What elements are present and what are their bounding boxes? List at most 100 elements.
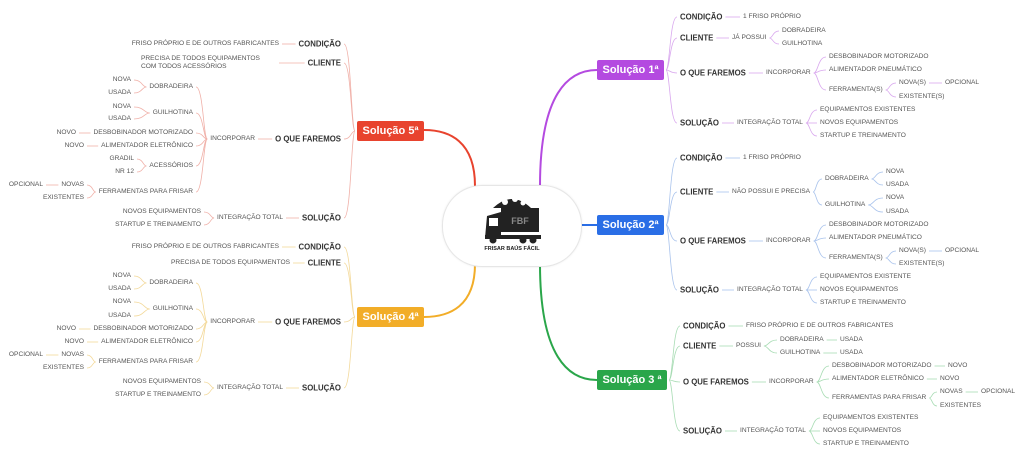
branch-solucao-3[interactable]: Solução 3 ª	[597, 370, 667, 390]
solucao-2-node-integracao-total[interactable]: INTEGRAÇÃO TOTAL	[737, 286, 803, 294]
solucao-2-node-nao-possui-e-precisa[interactable]: NÃO POSSUI E PRECISA	[732, 188, 811, 196]
solucao-4-node-opcional[interactable]: OPCIONAL	[8, 351, 43, 359]
solucao-1-node-novos-equipamentos[interactable]: NOVOS EQUIPAMENTOS	[820, 119, 899, 127]
solucao-4-node-precisa-de-todos-equipamentos[interactable]: PRECISA DE TODOS EQUIPAMENTOS	[171, 259, 290, 267]
solucao-5-node-nova[interactable]: NOVA	[112, 76, 131, 84]
solucao-4-node-novas[interactable]: NOVAS	[61, 351, 84, 359]
solucao-5-node-guilhotina[interactable]: GUILHOTINA	[152, 109, 193, 117]
solucao-1-node-dobradeira[interactable]: DOBRADEIRA	[782, 27, 826, 35]
solucao-3-node-dobradeira[interactable]: DOBRADEIRA	[780, 336, 824, 344]
solucao-4-node-dobradeira[interactable]: DOBRADEIRA	[149, 279, 193, 287]
solucao-5-node-condicao[interactable]: CONDIÇÃO	[298, 39, 341, 49]
solucao-1-node-solucao[interactable]: SOLUÇÃO	[680, 118, 719, 128]
solucao-2-node-startup-e-treinamento[interactable]: STARTUP E TREINAMENTO	[820, 299, 906, 307]
solucao-5-node-existentes[interactable]: EXISTENTES	[42, 194, 84, 202]
solucao-5-node-nr-12[interactable]: NR 12	[115, 168, 134, 176]
solucao-3-node-usada[interactable]: USADA	[840, 336, 863, 344]
solucao-3-node-desbobinador-motorizado[interactable]: DESBOBINADOR MOTORIZADO	[832, 362, 932, 370]
solucao-3-node-integracao-total[interactable]: INTEGRAÇÃO TOTAL	[740, 427, 806, 435]
solucao-1-node-condicao[interactable]: CONDIÇÃO	[680, 12, 723, 22]
solucao-3-node-usada[interactable]: USADA	[840, 349, 863, 357]
solucao-2-node-novos-equipamentos[interactable]: NOVOS EQUIPAMENTOS	[820, 286, 899, 294]
solucao-2-node-nova[interactable]: NOVA	[886, 194, 905, 202]
solucao-4-node-alimentador-eletronico[interactable]: ALIMENTADOR ELETRÔNICO	[101, 338, 193, 346]
solucao-5-node-friso-proprio-e-de-outros-fabricantes[interactable]: FRISO PRÓPRIO E DE OUTROS FABRICANTES	[131, 40, 279, 48]
solucao-4-node-novo[interactable]: NOVO	[64, 338, 84, 346]
solucao-3-node-startup-e-treinamento[interactable]: STARTUP E TREINAMENTO	[823, 440, 909, 448]
solucao-4-node-nova[interactable]: NOVA	[112, 298, 131, 306]
solucao-5-node-novo[interactable]: NOVO	[64, 142, 84, 150]
central-logo-node[interactable]: FBF FRISAR BAÚS FÁCIL	[442, 185, 582, 267]
solucao-2-node-alimentador-pneumatico[interactable]: ALIMENTADOR PNEUMÁTICO	[829, 234, 922, 242]
solucao-4-node-usada[interactable]: USADA	[108, 285, 131, 293]
solucao-2-node-desbobinador-motorizado[interactable]: DESBOBINADOR MOTORIZADO	[829, 221, 929, 229]
solucao-3-node-o-que-faremos[interactable]: O QUE FAREMOS	[683, 377, 749, 387]
solucao-1-node-incorporar[interactable]: INCORPORAR	[766, 69, 811, 77]
solucao-2-node-cliente[interactable]: CLIENTE	[680, 187, 714, 197]
solucao-3-node-condicao[interactable]: CONDIÇÃO	[683, 321, 726, 331]
solucao-1-node-ja-possui[interactable]: JÁ POSSUI	[732, 34, 767, 42]
solucao-5-node-usada[interactable]: USADA	[108, 115, 131, 123]
solucao-3-node-equipamentos-existentes[interactable]: EQUIPAMENTOS EXISTENTES	[823, 414, 919, 422]
solucao-3-node-guilhotina[interactable]: GUILHOTINA	[780, 349, 821, 357]
solucao-1-node-opcional[interactable]: OPCIONAL	[945, 79, 980, 87]
solucao-5-node-startup-e-treinamento[interactable]: STARTUP E TREINAMENTO	[115, 221, 201, 229]
solucao-1-node-desbobinador-motorizado[interactable]: DESBOBINADOR MOTORIZADO	[829, 53, 929, 61]
solucao-5-node-integracao-total[interactable]: INTEGRAÇÃO TOTAL	[217, 214, 283, 222]
solucao-3-node-novos-equipamentos[interactable]: NOVOS EQUIPAMENTOS	[823, 427, 902, 435]
solucao-3-node-cliente[interactable]: CLIENTE	[683, 341, 717, 351]
solucao-4-node-solucao[interactable]: SOLUÇÃO	[302, 383, 341, 393]
solucao-3-node-novas[interactable]: NOVAS	[940, 388, 963, 396]
solucao-2-node-usada[interactable]: USADA	[886, 181, 909, 189]
solucao-5-node-dobradeira[interactable]: DOBRADEIRA	[149, 83, 193, 91]
solucao-5-node-acessorios[interactable]: ACESSÓRIOS	[149, 162, 193, 170]
solucao-1-node-alimentador-pneumatico[interactable]: ALIMENTADOR PNEUMÁTICO	[829, 66, 922, 74]
solucao-4-node-usada[interactable]: USADA	[108, 312, 131, 320]
solucao-5-node-solucao[interactable]: SOLUÇÃO	[302, 213, 341, 223]
solucao-2-node-incorporar[interactable]: INCORPORAR	[766, 237, 811, 245]
solucao-4-node-nova[interactable]: NOVA	[112, 272, 131, 280]
solucao-2-node-1-friso-proprio[interactable]: 1 FRISO PRÓPRIO	[743, 154, 801, 162]
solucao-3-node-incorporar[interactable]: INCORPORAR	[769, 378, 814, 386]
solucao-2-node-opcional[interactable]: OPCIONAL	[945, 247, 980, 255]
solucao-2-node-condicao[interactable]: CONDIÇÃO	[680, 153, 723, 163]
solucao-5-node-o-que-faremos[interactable]: O QUE FAREMOS	[275, 134, 341, 144]
solucao-1-node-cliente[interactable]: CLIENTE	[680, 33, 714, 43]
solucao-4-node-friso-proprio-e-de-outros-fabricantes[interactable]: FRISO PRÓPRIO E DE OUTROS FABRICANTES	[131, 243, 279, 251]
solucao-4-node-novo[interactable]: NOVO	[56, 325, 76, 333]
solucao-2-node-dobradeira[interactable]: DOBRADEIRA	[825, 175, 869, 183]
solucao-3-node-novo[interactable]: NOVO	[948, 362, 968, 370]
solucao-3-node-alimentador-eletronico[interactable]: ALIMENTADOR ELETRÔNICO	[832, 375, 924, 383]
solucao-3-node-opcional[interactable]: OPCIONAL	[981, 388, 1016, 396]
solucao-2-node-nova-s[interactable]: NOVA(S)	[899, 247, 926, 255]
solucao-5-node-gradil[interactable]: GRADIL	[109, 155, 134, 163]
solucao-5-node-desbobinador-motorizado[interactable]: DESBOBINADOR MOTORIZADO	[93, 129, 193, 137]
solucao-4-node-condicao[interactable]: CONDIÇÃO	[298, 242, 341, 252]
solucao-1-node-startup-e-treinamento[interactable]: STARTUP E TREINAMENTO	[820, 132, 906, 140]
solucao-1-node-guilhotina[interactable]: GUILHOTINA	[782, 40, 823, 48]
solucao-3-node-ferramentas-para-frisar[interactable]: FERRAMENTAS PARA FRISAR	[832, 394, 927, 402]
solucao-1-node-ferramenta-s[interactable]: FERRAMENTA(S)	[829, 86, 883, 94]
solucao-5-node-novo[interactable]: NOVO	[56, 129, 76, 137]
solucao-5-node-nova[interactable]: NOVA	[112, 103, 131, 111]
solucao-5-node-novos-equipamentos[interactable]: NOVOS EQUIPAMENTOS	[122, 208, 201, 216]
solucao-4-node-novos-equipamentos[interactable]: NOVOS EQUIPAMENTOS	[122, 378, 201, 386]
solucao-4-node-integracao-total[interactable]: INTEGRAÇÃO TOTAL	[217, 384, 283, 392]
solucao-4-node-incorporar[interactable]: INCORPORAR	[210, 318, 255, 326]
solucao-4-node-cliente[interactable]: CLIENTE	[307, 258, 341, 268]
solucao-3-node-existentes[interactable]: EXISTENTES	[940, 402, 982, 410]
solucao-5-node-opcional[interactable]: OPCIONAL	[8, 181, 43, 189]
solucao-2-node-guilhotina[interactable]: GUILHOTINA	[825, 201, 866, 209]
solucao-2-node-equipamentos-existente[interactable]: EQUIPAMENTOS EXISTENTE	[820, 273, 911, 281]
solucao-5-node-precisa-de-todos-equipamentos-com-todos-acessorios[interactable]: PRECISA DE TODOS EQUIPAMENTOS COM TODOS …	[141, 55, 260, 70]
solucao-4-node-desbobinador-motorizado[interactable]: DESBOBINADOR MOTORIZADO	[93, 325, 193, 333]
solucao-3-node-novo[interactable]: NOVO	[940, 375, 960, 383]
branch-solucao-5[interactable]: Solução 5ª	[357, 121, 424, 141]
branch-solucao-1[interactable]: Solução 1ª	[597, 60, 664, 80]
solucao-4-node-guilhotina[interactable]: GUILHOTINA	[152, 305, 193, 313]
solucao-2-node-nova[interactable]: NOVA	[886, 168, 905, 176]
solucao-5-node-usada[interactable]: USADA	[108, 89, 131, 97]
solucao-3-node-possui[interactable]: POSSUI	[736, 342, 761, 350]
solucao-1-node-o-que-faremos[interactable]: O QUE FAREMOS	[680, 68, 746, 78]
solucao-2-node-ferramenta-s[interactable]: FERRAMENTA(S)	[829, 254, 883, 262]
